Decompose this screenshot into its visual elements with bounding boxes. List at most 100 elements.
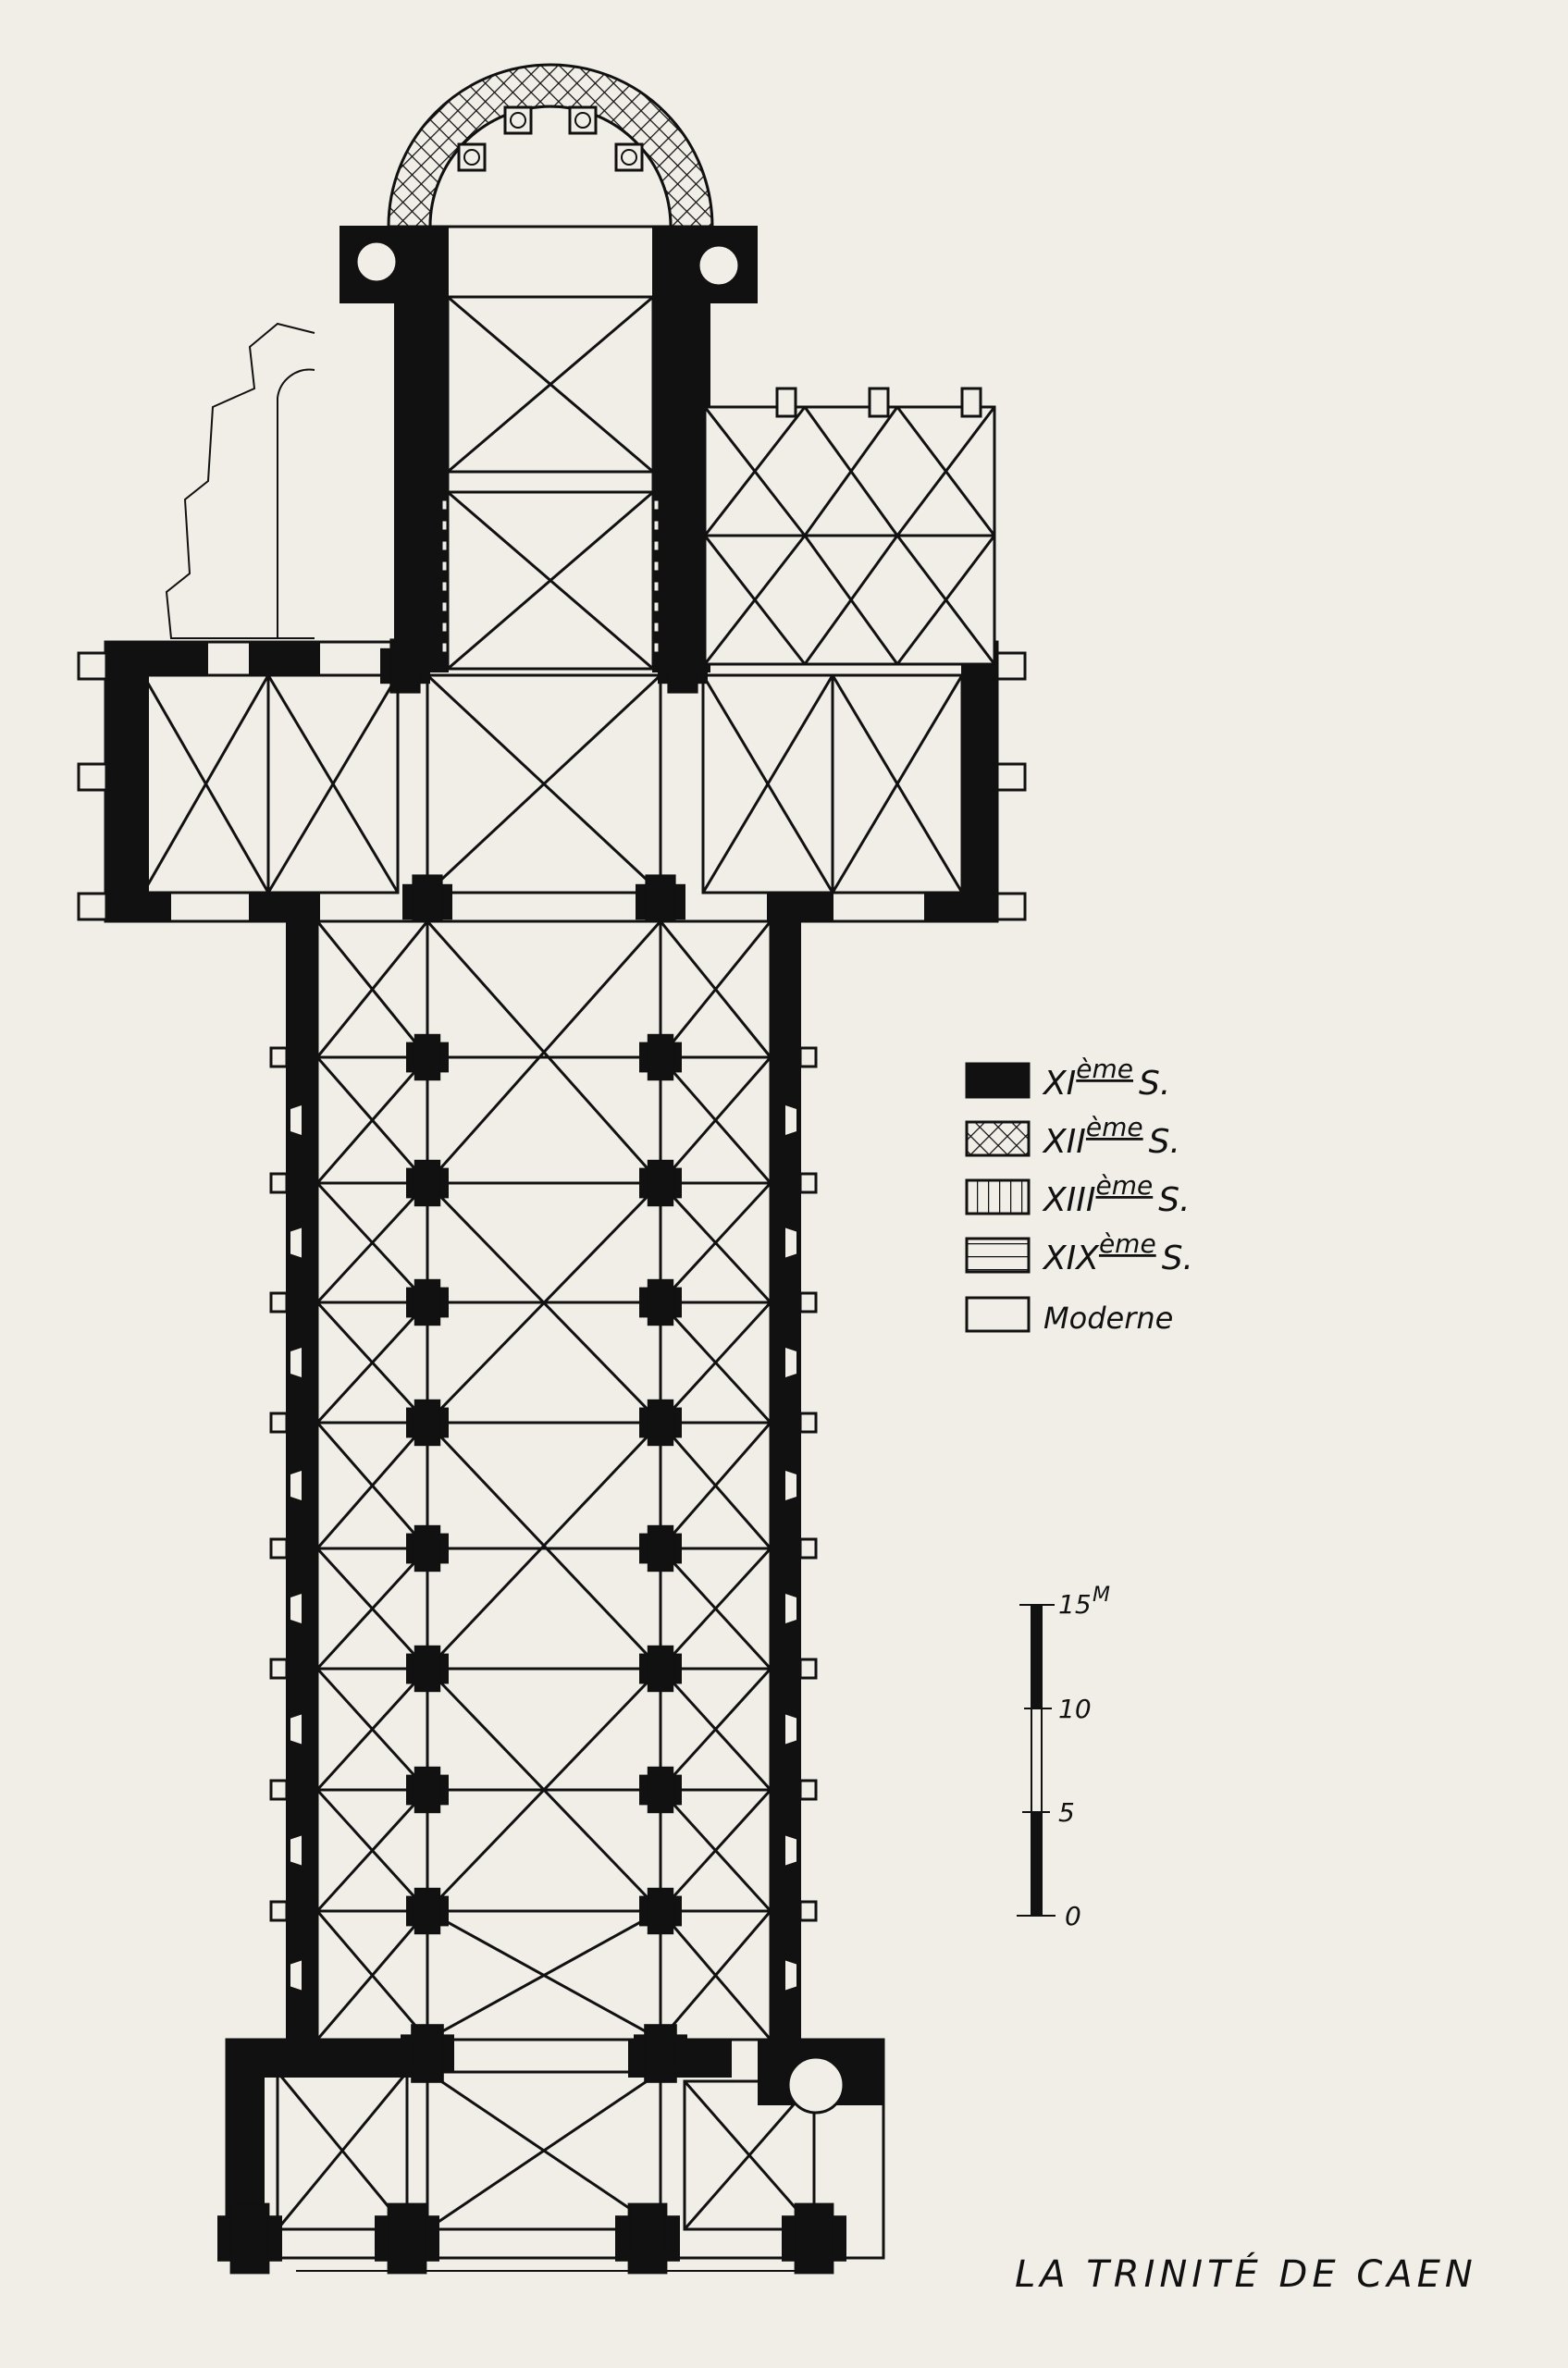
ruin-arch — [277, 368, 315, 638]
diagonal-rib — [701, 674, 834, 894]
window — [785, 1714, 796, 1745]
transept-wall — [105, 641, 208, 676]
legend-tail: S. — [1149, 1123, 1180, 1161]
window — [290, 1471, 302, 1500]
window — [290, 1105, 302, 1135]
pier — [647, 1278, 674, 1326]
buttress — [798, 1172, 818, 1194]
buttress — [269, 1900, 289, 1922]
diagonal-rib — [426, 2070, 661, 2231]
buttress — [269, 1046, 289, 1068]
buttress — [269, 1779, 289, 1801]
diagonal-rib — [659, 1667, 772, 1792]
buttress — [798, 1291, 818, 1314]
apse-column — [503, 105, 533, 135]
pier — [647, 1887, 674, 1935]
rib-line — [803, 406, 899, 536]
legend-tail: S. — [1139, 1065, 1170, 1103]
pier — [411, 2024, 444, 2083]
transept-south-wall — [961, 641, 998, 922]
buttress — [798, 1412, 818, 1434]
legend-label: XII — [1042, 1123, 1086, 1161]
buttress — [77, 892, 108, 921]
legend-item-moderne: Moderne — [965, 1296, 1173, 1336]
pier — [229, 2202, 270, 2275]
column-base — [574, 112, 591, 129]
spiral-stair-icon — [354, 240, 399, 284]
scale-segment-0-5 — [1031, 1812, 1043, 1916]
buttress — [995, 892, 1027, 921]
legend-swatch-empty — [965, 1296, 1031, 1333]
window-slit — [439, 518, 450, 533]
rib-line — [803, 535, 899, 665]
rib-line — [895, 406, 996, 536]
apse-column — [568, 105, 598, 135]
legend-suffix: ème — [1096, 1170, 1154, 1201]
window-slit — [651, 559, 661, 574]
buttress — [995, 651, 1027, 681]
rib-line — [895, 535, 996, 665]
pier — [414, 1524, 441, 1572]
diagonal-rib — [142, 674, 270, 894]
diagonal-rib — [447, 490, 654, 671]
pier — [644, 2024, 677, 2083]
diagonal-rib — [315, 1667, 429, 1792]
legend-tail: S. — [1162, 1240, 1193, 1277]
window-slit — [439, 599, 450, 614]
legend-swatch-solid — [965, 1062, 1031, 1099]
window-slit — [651, 620, 661, 635]
scale-bar: 0 5 10 15 M — [1017, 1584, 1110, 1931]
rib-line — [703, 535, 807, 665]
column-base — [510, 112, 526, 129]
legend-swatch-horizontal — [965, 1237, 1031, 1274]
scale-segment-5-10 — [1031, 1708, 1043, 1813]
diagonal-rib — [426, 1421, 662, 1671]
legend-suffix: ème — [1076, 1054, 1133, 1084]
pier — [414, 1278, 441, 1326]
pier — [414, 1645, 441, 1693]
pier — [414, 1887, 441, 1935]
diagonal-rib — [315, 1181, 429, 1304]
apse-column — [614, 142, 644, 172]
pier — [647, 1645, 674, 1693]
window — [290, 1835, 302, 1866]
pier — [647, 1766, 674, 1814]
legend-swatch-crosshatch — [965, 1120, 1031, 1157]
buttress — [269, 1412, 289, 1434]
diagonal-rib — [659, 1301, 772, 1424]
column-base — [621, 149, 637, 166]
window — [785, 1594, 796, 1623]
diagonal-rib — [659, 920, 772, 1058]
pier — [647, 1159, 674, 1207]
buttress — [77, 762, 108, 792]
rib-line — [703, 406, 807, 536]
window — [290, 1960, 302, 1991]
diagonal-rib — [659, 1910, 772, 2041]
scale-label-5: 5 — [1058, 1797, 1075, 1828]
diagonal-rib — [315, 1301, 429, 1424]
window — [785, 1960, 796, 1991]
window-slit — [439, 640, 450, 655]
ruin-outline — [165, 322, 315, 639]
diagonal-rib — [315, 1056, 429, 1184]
scale-label-10: 10 — [1058, 1694, 1092, 1724]
scale-label-15: 15 — [1058, 1589, 1092, 1620]
window-slit — [651, 498, 661, 512]
diagonal-rib — [659, 1422, 772, 1549]
diagonal-rib — [315, 1910, 429, 2041]
buttress — [798, 1537, 818, 1560]
window — [785, 1105, 796, 1135]
window — [785, 1227, 796, 1258]
transverse-arch — [446, 470, 655, 494]
choir-north-wall — [394, 301, 449, 672]
legend-label: Moderne — [1043, 1301, 1173, 1336]
diagonal-rib — [683, 2080, 816, 2230]
transept-wall — [105, 892, 171, 922]
diagonal-rib — [426, 920, 662, 1184]
buttress — [798, 1046, 818, 1068]
